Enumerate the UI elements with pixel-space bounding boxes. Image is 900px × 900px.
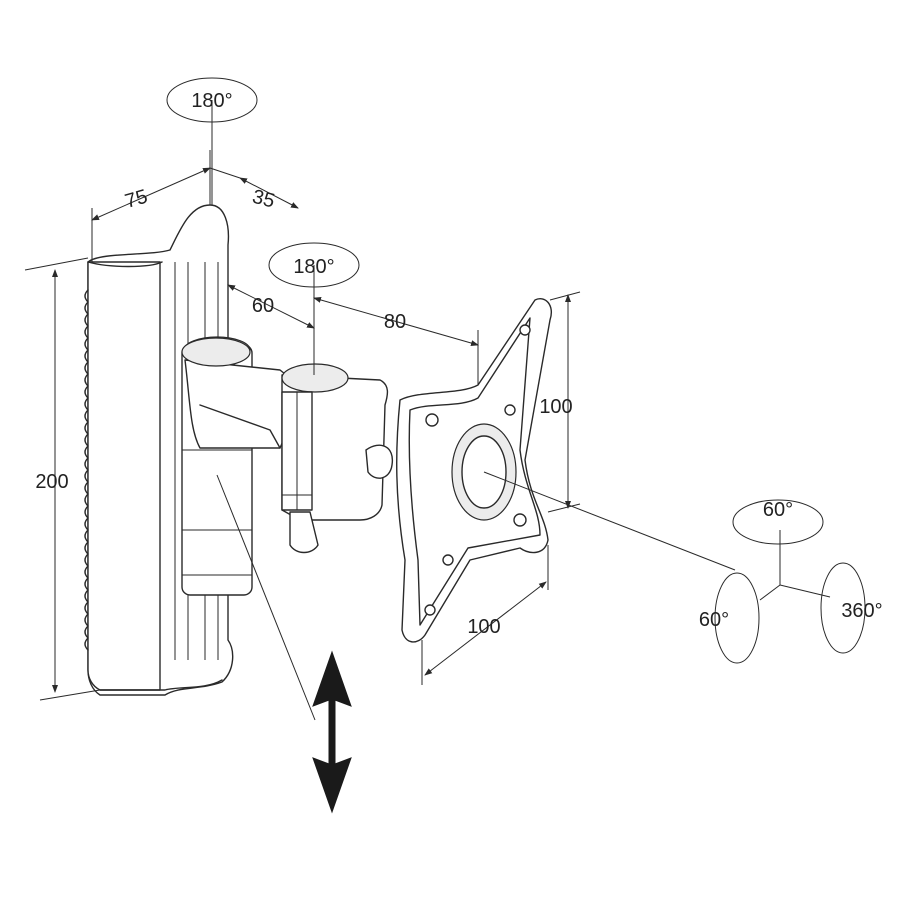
dimension-80-label: 80 xyxy=(384,311,406,333)
rotation-indicators xyxy=(166,77,866,664)
double-arrow-vertical-icon xyxy=(312,650,352,814)
arm-pivot-rotation-ellipse xyxy=(268,242,360,288)
rotate-angle-label: 360° xyxy=(841,600,882,622)
tilt-rotation-ellipse xyxy=(732,499,824,545)
rotate-rotation-ellipse xyxy=(820,562,866,654)
middle-joint xyxy=(281,363,394,554)
arm-pivot-angle-label: 180° xyxy=(293,256,334,278)
vesa-plate xyxy=(396,298,552,643)
dimension-200-label: 200 xyxy=(35,471,68,493)
top-pivot-angle-label: 180° xyxy=(191,90,232,112)
dimension-75-label: 75 xyxy=(123,186,150,213)
dimension-100-vertical-label: 100 xyxy=(539,396,572,418)
swivel-angle-label: 60° xyxy=(699,609,729,631)
top-pivot-rotation-ellipse xyxy=(166,77,258,123)
dimension-60-label: 60 xyxy=(252,295,274,317)
wall-plate xyxy=(84,204,234,696)
tilt-angle-label: 60° xyxy=(763,499,793,521)
first-arm xyxy=(181,336,306,596)
swivel-rotation-ellipse xyxy=(714,572,760,664)
dimension-100-horizontal-label: 100 xyxy=(467,616,500,638)
dimension-35-label: 35 xyxy=(250,186,277,213)
dimension-lines xyxy=(24,100,831,721)
